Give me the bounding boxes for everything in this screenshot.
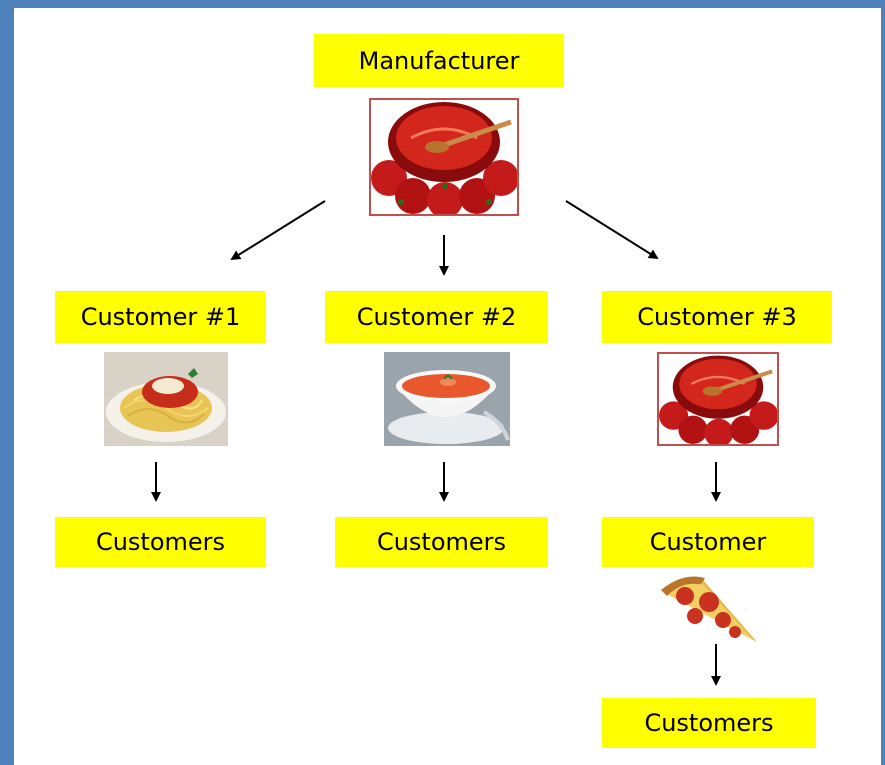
customer-2-label: Customer #2	[325, 291, 548, 343]
tomato-sauce-bowl-image-2	[657, 352, 779, 446]
arrow-to-customer-3	[565, 200, 659, 260]
customers-1-label: Customers	[55, 517, 266, 567]
tomato-sauce-bowl-image	[369, 98, 519, 216]
customer-3b-label: Customer	[602, 517, 814, 567]
customers-2-label: Customers	[335, 517, 548, 567]
tomato-soup-image	[384, 352, 510, 446]
customer-1-label: Customer #1	[55, 291, 266, 343]
pizza-slice-image	[655, 572, 761, 650]
arrow-to-customer-1	[230, 200, 326, 261]
customers-3-label: Customers	[602, 698, 816, 748]
customer-3-label: Customer #3	[602, 291, 832, 343]
manufacturer-label: Manufacturer	[314, 34, 564, 87]
spaghetti-image	[104, 352, 228, 446]
